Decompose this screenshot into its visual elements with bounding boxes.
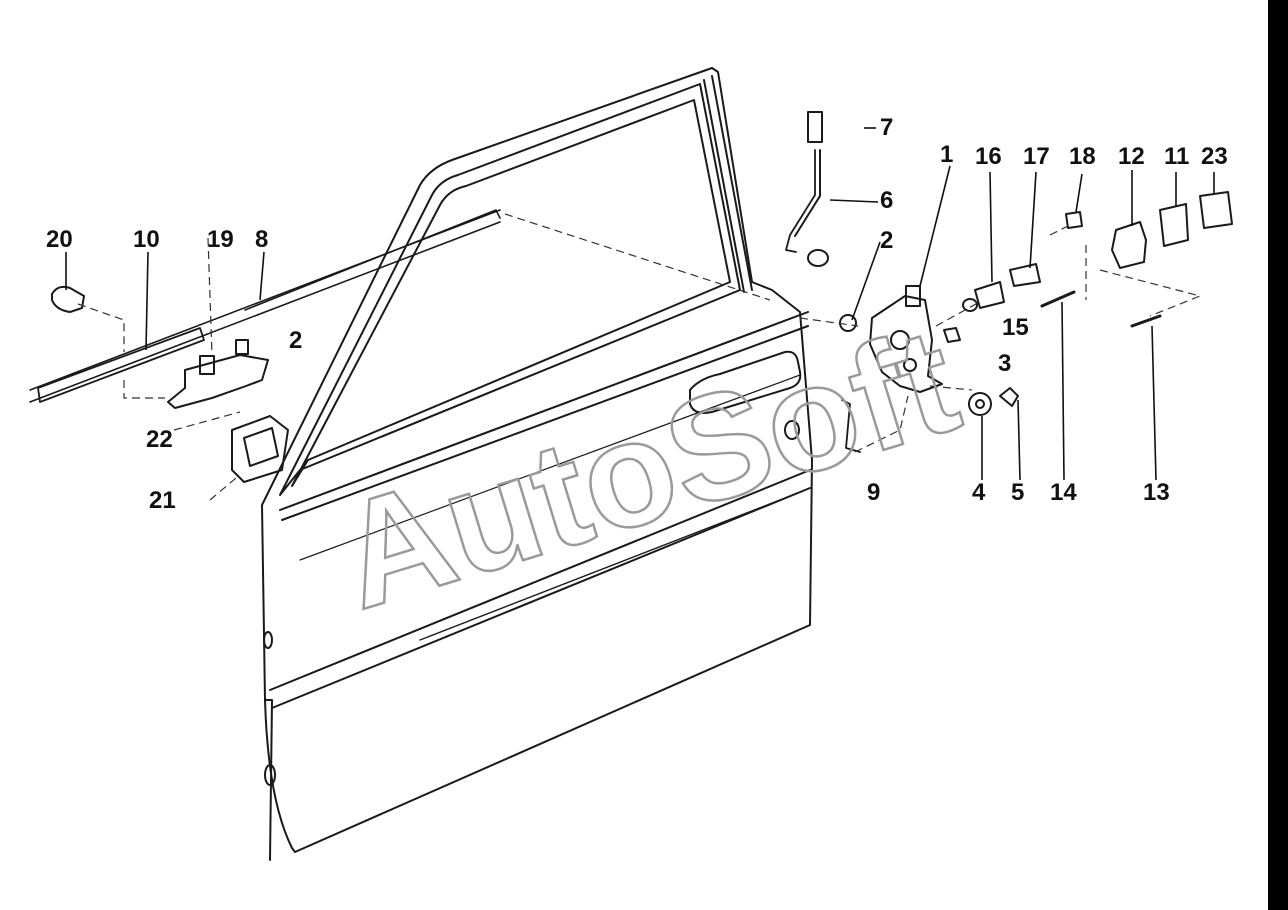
callout-22: 22 bbox=[146, 426, 173, 453]
callout-11: 11 bbox=[1164, 143, 1190, 170]
callout-10: 10 bbox=[133, 226, 160, 253]
callout-9: 9 bbox=[867, 479, 881, 506]
plate-11 bbox=[1159, 203, 1189, 247]
callout-1: 1 bbox=[940, 141, 954, 168]
striker-plate bbox=[1111, 221, 1147, 269]
callout-5: 5 bbox=[1011, 479, 1025, 506]
callout-16: 16 bbox=[975, 143, 1002, 170]
callout-7: 7 bbox=[880, 114, 894, 141]
callout-8: 8 bbox=[255, 226, 269, 253]
callout-pointers bbox=[65, 127, 1215, 481]
watermark: AutoSoft bbox=[320, 295, 975, 641]
scan-edge bbox=[1268, 0, 1288, 910]
door-shell bbox=[261, 67, 813, 853]
callout-2-upper: 2 bbox=[880, 227, 894, 254]
check-strap-housing bbox=[231, 415, 289, 483]
callout-20: 20 bbox=[46, 226, 73, 253]
window-frame bbox=[279, 83, 741, 496]
callout-12: 12 bbox=[1118, 143, 1145, 170]
callout-23: 23 bbox=[1201, 143, 1228, 170]
pin-7 bbox=[807, 111, 823, 143]
callout-17: 17 bbox=[1023, 143, 1050, 170]
seal-strip bbox=[37, 327, 205, 403]
lock-mechanism bbox=[869, 295, 943, 393]
callout-4: 4 bbox=[972, 479, 986, 506]
callout-19: 19 bbox=[207, 226, 234, 253]
callout-18: 18 bbox=[1069, 143, 1096, 170]
plate-23 bbox=[1199, 191, 1233, 229]
callout-21: 21 bbox=[149, 487, 176, 514]
callout-15: 15 bbox=[1002, 314, 1029, 341]
door-handle bbox=[689, 350, 802, 414]
callout-14: 14 bbox=[1050, 479, 1077, 506]
bolt-20 bbox=[51, 285, 85, 313]
hinge-part bbox=[167, 354, 269, 409]
callout-2-left: 2 bbox=[289, 327, 303, 354]
callout-3: 3 bbox=[998, 350, 1012, 377]
callout-13: 13 bbox=[1143, 479, 1170, 506]
leader-lines bbox=[77, 213, 1202, 501]
callout-6: 6 bbox=[880, 187, 894, 214]
